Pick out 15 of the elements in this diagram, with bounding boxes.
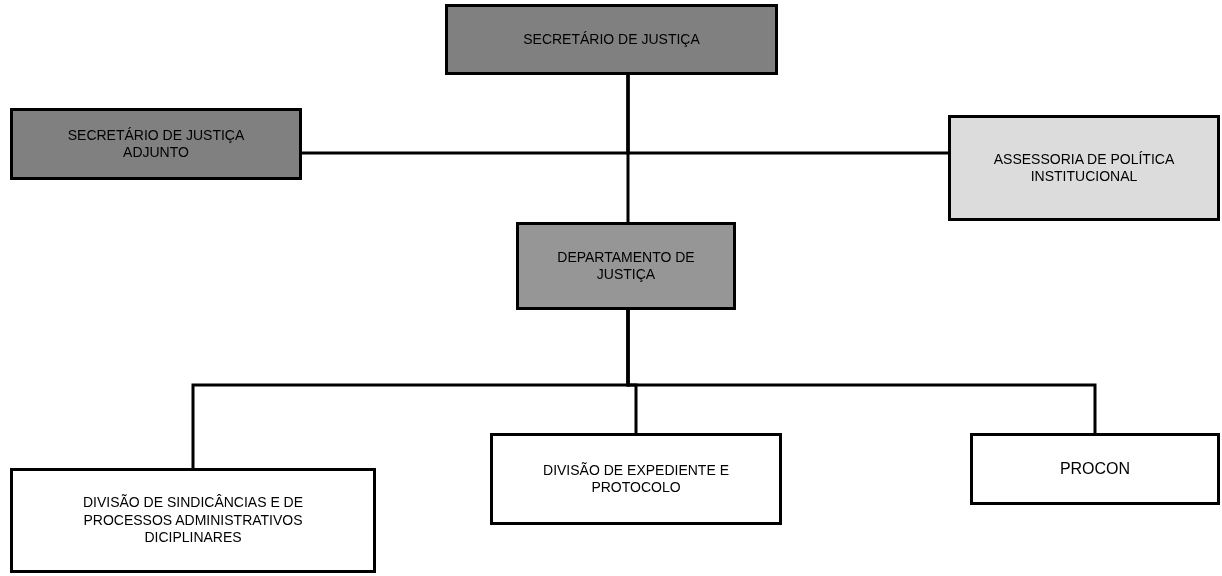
box-label: DIVISÃO DE EXPEDIENTE E PROTOCOLO [542,461,730,497]
box-label: DIVISÃO DE SINDICÂNCIAS E DE PROCESSOS ADMINISTRATIVOS DICIPLINARES [81,494,305,547]
org-box [445,4,778,75]
org-box [10,108,302,180]
box-label: DEPARTAMENTO DE JUSTIÇA [556,248,696,284]
org-box [516,222,736,310]
org-box [10,468,376,573]
box-label: PROCON [1059,459,1131,479]
connector-line [626,310,1097,433]
box-label: SECRETÁRIO DE JUSTIÇA ADJUNTO [66,126,246,162]
box-label: ASSESSORIA DE POLÍTICA INSTITUCIONAL [992,150,1176,186]
box-label: SECRETÁRIO DE JUSTIÇA [523,30,700,49]
org-box [490,433,782,525]
org-box [948,115,1220,221]
org-box [970,433,1220,505]
